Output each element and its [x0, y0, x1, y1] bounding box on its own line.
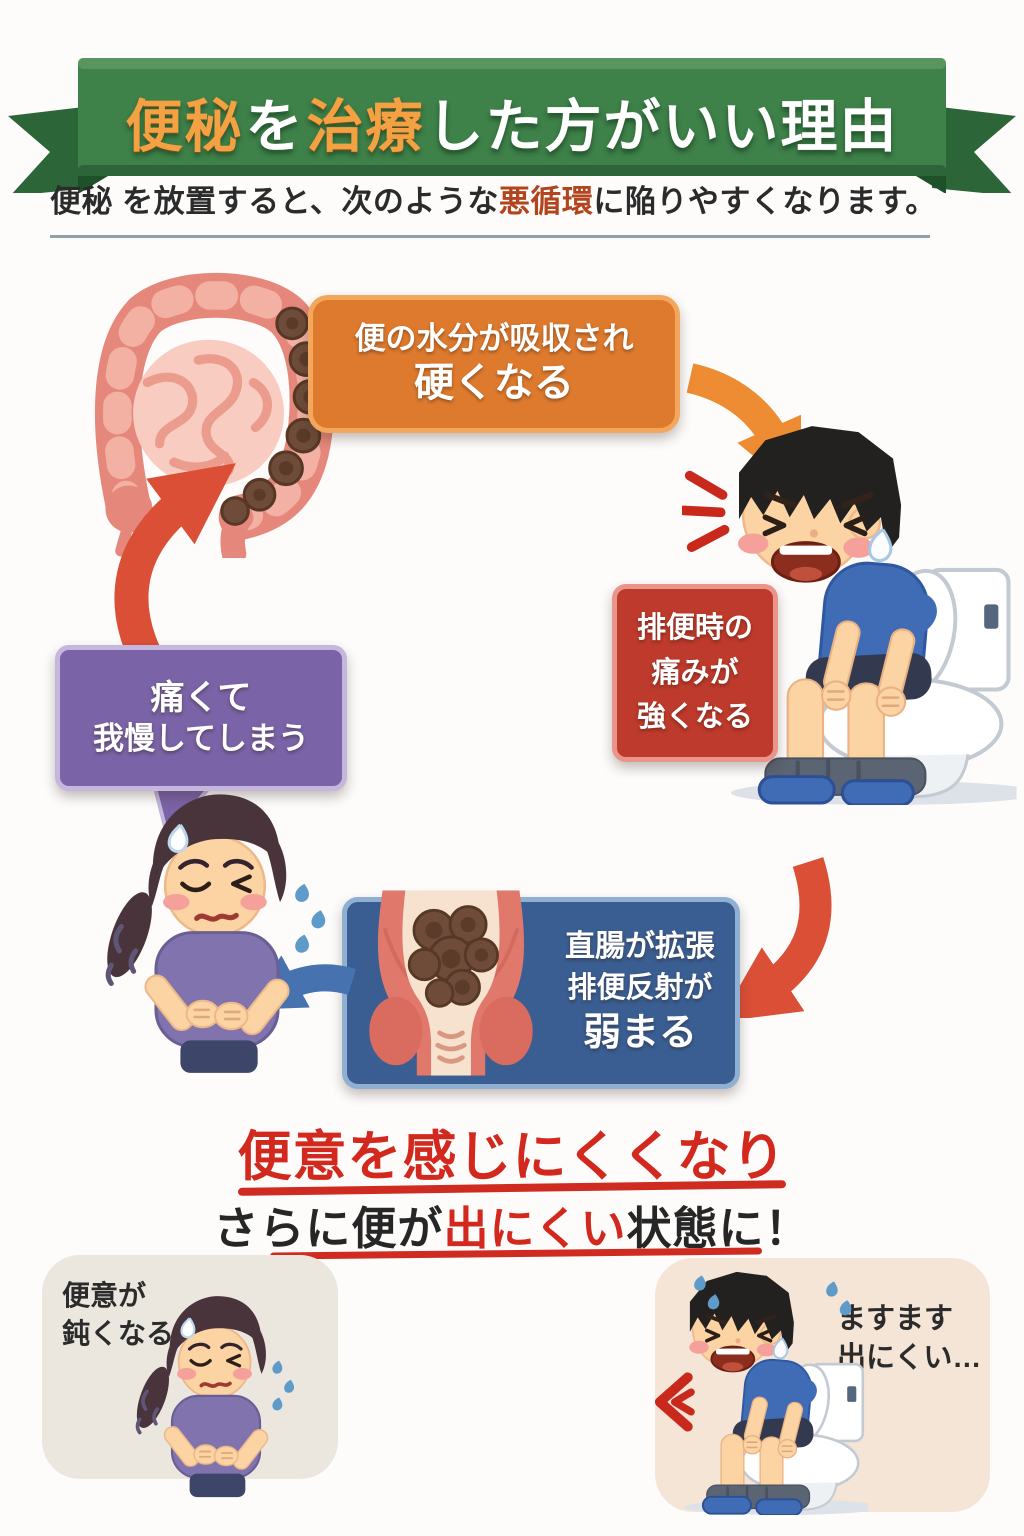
conclusion-subline: さらに便が出にくい状態に！ — [0, 1192, 1024, 1257]
subline-part1: さらに便が — [213, 1203, 444, 1254]
intro-part1: 便秘 — [50, 184, 113, 219]
step2-line2: 痛みが — [651, 656, 739, 689]
step2-line1: 排便時の — [636, 611, 753, 644]
step4-line1: 痛くて — [150, 679, 252, 718]
girl-stomachache-illustration-small — [128, 1280, 304, 1500]
ribbon-banner-graphic — [8, 58, 1016, 193]
cycle-arrow-right-down — [730, 857, 832, 1018]
pain-marks-icon — [682, 462, 740, 554]
step3-line1: 直腸が拡張 — [565, 930, 715, 964]
subline-part2: 状態に！ — [626, 1203, 811, 1254]
sweat-drops-left-icon — [690, 1272, 724, 1319]
pain-chevron-icon — [650, 1372, 696, 1432]
cycle-step2-box: 排便時の 痛みが 強くなる — [612, 584, 778, 762]
panel-left-line2: 鈍くなる.. — [62, 1317, 190, 1349]
step1-line1: 便の水分が吸収され — [354, 320, 634, 356]
title-banner: 便秘 を 治療 した方がいい理由 — [0, 18, 1024, 193]
step2-line3: 強くなる — [636, 701, 753, 734]
conclusion-headline: 便意を感じにくくなり — [237, 1127, 787, 1187]
intro-sentence: 便秘 を放置すると、次のような悪循環に陥りやすくなります。 — [50, 176, 936, 238]
cycle-step4-box: 痛くて 我慢してしまう — [55, 645, 347, 791]
intro-part2: を放置すると、次のような — [113, 184, 499, 219]
panel-left-line1: 便意が — [62, 1280, 147, 1311]
step1-line2: 硬くなる — [414, 361, 574, 406]
step4-line2: 我慢してしまう — [92, 720, 310, 756]
subline-highlight: 出にくい — [443, 1203, 627, 1254]
title-word-rest: した方がいい理由 — [426, 95, 899, 159]
cycle-arrow-up — [114, 463, 236, 670]
title-word-benpi: 便秘 — [125, 95, 244, 159]
sweat-drops-right-icon — [822, 1278, 856, 1325]
cycle-step1-box: 便の水分が吸収され 硬くなる — [308, 295, 680, 433]
panel-left-text: 便意が 鈍くなる.. — [62, 1277, 190, 1353]
step3-text: 直腸が拡張 排便反射が 弱まる — [545, 902, 735, 1084]
intro-part3: に陥りやすくなります。 — [593, 184, 937, 219]
step3-line2: 排便反射が — [567, 971, 713, 1004]
page-title: 便秘 を 治療 した方がいい理由 — [0, 70, 1024, 174]
panel-right-line1: ますます — [837, 1303, 954, 1335]
step3-line3: 弱まる — [582, 1012, 697, 1055]
title-word-chiryo: 治療 — [306, 95, 425, 159]
girl-stomachache-illustration — [95, 772, 339, 1077]
cycle-arrow-top-right — [686, 363, 801, 472]
intro-highlight: 悪循環 — [498, 184, 594, 219]
panel-right-text: ますます 出にくい… — [837, 1300, 981, 1378]
rectum-illustration — [356, 890, 546, 1076]
title-word-wo: を — [245, 95, 305, 159]
